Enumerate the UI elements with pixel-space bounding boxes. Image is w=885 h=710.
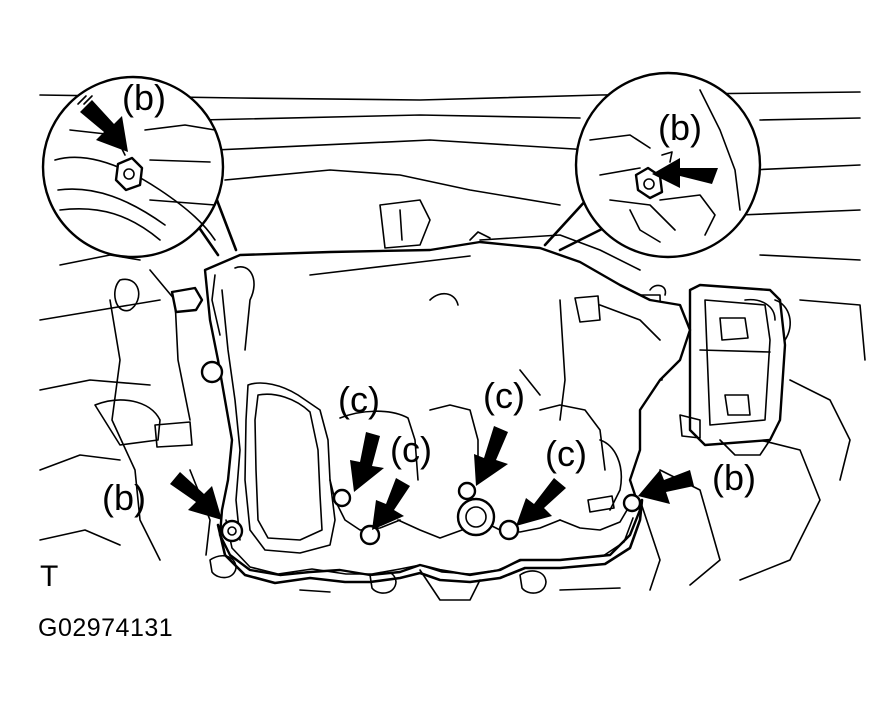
bolt-b-right — [622, 493, 642, 513]
pointer-arrows — [80, 100, 718, 530]
nut-b-detail-left — [114, 156, 144, 192]
label-c-4: (c) — [545, 433, 587, 474]
arrow-c-2 — [372, 478, 410, 530]
bolt-c-1 — [332, 488, 352, 508]
label-b-top-right: (b) — [658, 107, 702, 148]
view-mark: T — [40, 560, 58, 593]
intake-manifold — [203, 231, 692, 577]
throttle-body — [679, 283, 791, 456]
detail-callout-right — [543, 71, 762, 259]
detail-callout-left — [41, 75, 238, 259]
label-c-3: (c) — [483, 375, 525, 416]
label-b-right: (b) — [712, 457, 756, 498]
arrow-c-1 — [350, 432, 384, 492]
label-b-top-left: (b) — [122, 77, 166, 118]
figure-id: G02974131 — [38, 614, 174, 642]
bolt-c-3 — [457, 481, 477, 501]
arrow-b-top-right — [652, 158, 718, 188]
side-stud — [170, 286, 204, 314]
manifold-gasket — [216, 498, 644, 585]
label-c-2: (c) — [390, 429, 432, 470]
bolt-c-4 — [498, 519, 520, 541]
arrow-b-right — [638, 470, 694, 504]
center-stud — [456, 497, 496, 537]
fasteners — [170, 286, 642, 546]
bolt-b-left — [220, 519, 244, 543]
label-b-left: (b) — [102, 477, 146, 518]
arrow-c-3 — [474, 426, 508, 486]
callout-labels: (b) (b) (b) (b) (c) (c) (c) (c) T — [40, 77, 756, 593]
label-c-1: (c) — [338, 379, 380, 420]
arrow-c-4 — [516, 478, 566, 526]
arrow-b-left — [170, 472, 222, 520]
arrow-b-top-left — [80, 100, 128, 152]
bolt-c-2 — [359, 524, 381, 546]
